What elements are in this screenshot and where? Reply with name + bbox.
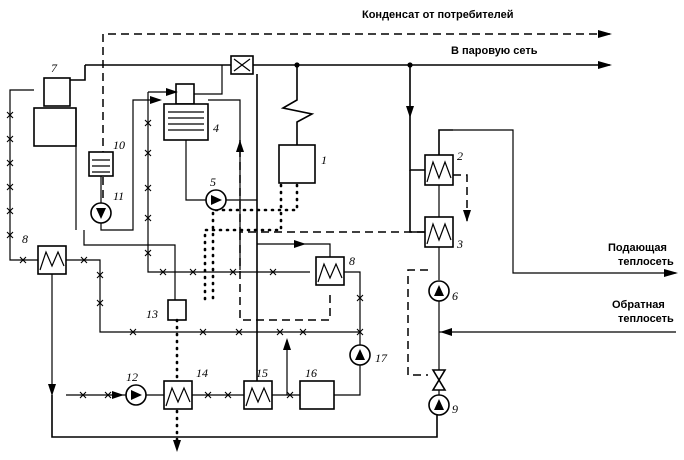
deaerator-left-drop [147, 92, 310, 273]
label-10: 10 [113, 138, 125, 152]
condensate-return-line [102, 33, 610, 200]
pump-9-tri [434, 399, 444, 410]
steam-net-label: В паровую сеть [451, 45, 538, 57]
pump-17-tri [355, 349, 365, 360]
label-8b: 8 [349, 254, 355, 268]
turbine-exhaust [211, 183, 299, 302]
label-13: 13 [146, 307, 158, 321]
pump-17-line [334, 365, 361, 396]
valve-9-top [431, 369, 447, 382]
pump-6-tri [434, 285, 444, 296]
heater-8-right-coil [317, 262, 343, 283]
heater-2 [424, 154, 454, 186]
arrow-to-4 [150, 96, 162, 104]
return-label-1: Обратная [612, 299, 665, 311]
turbine-feed [280, 65, 315, 145]
dash-up-arrow [236, 140, 244, 152]
heater-8-right [315, 256, 345, 286]
dash-down [239, 232, 331, 321]
bottom-arrow [112, 391, 124, 399]
label-9: 9 [452, 402, 458, 416]
cross-marks [6, 111, 364, 399]
heater-dash-arrow [463, 210, 471, 222]
label-8a: 8 [22, 232, 28, 246]
heater-supply-right [453, 129, 676, 274]
deaerator-steam-in [194, 65, 223, 95]
supply-vertical [438, 129, 453, 155]
boiler-supply-left [9, 89, 38, 261]
label-11: 11 [113, 189, 124, 203]
deaerator-water [168, 111, 204, 131]
deaerator-head [175, 83, 195, 105]
label-16: 16 [305, 366, 317, 380]
steam-header-arrow [598, 61, 612, 69]
down-arrow-left [48, 384, 56, 396]
supply-label-2: теплосеть [618, 256, 674, 268]
deaerator-tank [163, 103, 209, 141]
header-valve-mark [233, 58, 251, 72]
heater-14-coil [165, 386, 191, 407]
dot-turbine [203, 183, 283, 302]
pump-5-tri [211, 195, 222, 205]
label-14: 14 [196, 366, 208, 380]
tank-10-lines [92, 159, 110, 173]
boiler-upper [43, 77, 71, 107]
unit-13 [167, 299, 187, 321]
label-4: 4 [213, 121, 219, 135]
heater-15 [243, 380, 273, 410]
heater-return-dash [239, 140, 425, 233]
label-1: 1 [321, 153, 327, 167]
heater-8r-out [344, 271, 361, 345]
heater-dash-right [453, 174, 468, 222]
heater-3 [424, 216, 454, 248]
condensate-label: Конденсат от потребителей [362, 9, 513, 21]
deaerator-right-return [208, 99, 241, 270]
steam-to-heaters [409, 65, 425, 171]
drain-arrow [173, 440, 181, 452]
steam-to-boiler [70, 65, 86, 81]
label-5: 5 [210, 175, 216, 189]
return-label-2: теплосеть [618, 313, 674, 325]
boiler [33, 107, 77, 147]
label-17: 17 [375, 351, 388, 365]
heater-8r-in [257, 243, 331, 257]
steam-down-to-heater3 [409, 170, 425, 233]
up-arrow-16 [283, 338, 291, 350]
pump-6-bypass [407, 269, 428, 376]
heater-8-left-coil [39, 250, 65, 271]
heater-8-right-line [66, 259, 360, 333]
bottom-return [51, 395, 438, 438]
return-arrow [440, 328, 452, 336]
turbine [278, 144, 316, 184]
condensate-arrow [598, 30, 612, 38]
heater-2-coil [426, 160, 452, 183]
line-11-left [83, 230, 176, 300]
heater-8r-arrow [294, 240, 306, 248]
unit-16 [299, 380, 335, 410]
label-15: 15 [256, 366, 268, 380]
pump-11-tri [96, 208, 106, 219]
label-3: 3 [456, 237, 463, 251]
heater-14 [163, 380, 193, 410]
label-2: 2 [457, 149, 463, 163]
supply-label-1: Подающая [608, 242, 667, 254]
pump-12-tri [131, 390, 142, 400]
heater-15-coil [245, 386, 271, 407]
label-6: 6 [452, 289, 458, 303]
heater-arrow [406, 106, 414, 118]
label-7: 7 [51, 61, 58, 75]
label-12: 12 [126, 370, 138, 384]
deaerator-left-arrow [166, 88, 178, 96]
valve-9-bottom [431, 378, 447, 391]
deaerator-out [185, 140, 206, 201]
heater-3-coil [426, 222, 452, 245]
line-11-out [100, 99, 160, 231]
supply-arrow [664, 269, 678, 277]
